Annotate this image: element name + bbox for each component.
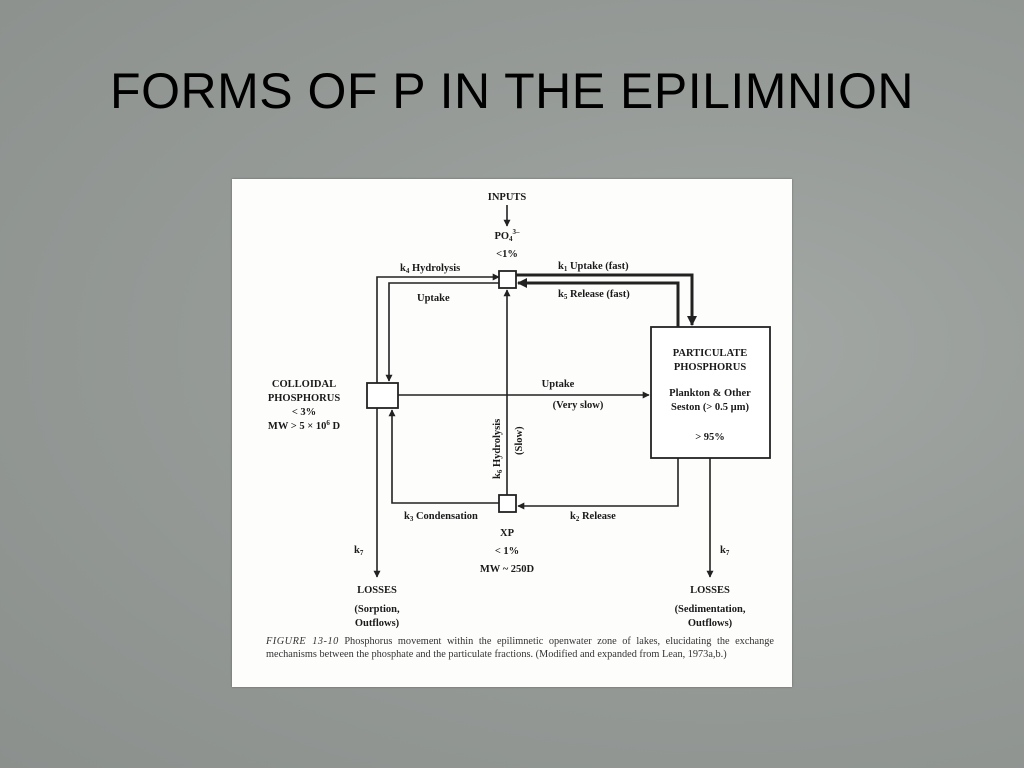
inputs-label: INPUTS bbox=[488, 192, 527, 203]
k3-condensation-label: k3 Condensation bbox=[404, 511, 478, 523]
po4-percent: <1% bbox=[496, 249, 518, 260]
k1-uptake-label: k1 Uptake (fast) bbox=[558, 261, 629, 273]
colloidal-line3: < 3% bbox=[292, 407, 316, 418]
k2-release-arrow bbox=[517, 458, 679, 510]
colloidal-line4: MW > 5 × 106 D bbox=[268, 419, 341, 432]
k5-release-label: k5 Release (fast) bbox=[558, 289, 630, 301]
losses-left-line2: Outflows) bbox=[355, 618, 400, 629]
xp-percent: < 1% bbox=[495, 546, 519, 557]
particulate-line2: PHOSPHORUS bbox=[674, 362, 747, 373]
po4-label: PO43– bbox=[494, 228, 520, 243]
particulate-percent: > 95% bbox=[695, 432, 725, 443]
k1-uptake-arrow bbox=[516, 273, 697, 326]
losses-right-line1: (Sedimentation, bbox=[675, 604, 746, 615]
particulate-line4: Seston (> 0.5 µm) bbox=[671, 402, 749, 413]
k5-release-arrow bbox=[517, 278, 680, 327]
colloidal-line2: PHOSPHORUS bbox=[268, 393, 341, 404]
k3-condensation-arrow bbox=[388, 409, 499, 504]
particulate-phosphorus-box bbox=[650, 326, 771, 459]
losses-left-title: LOSSES bbox=[357, 585, 397, 596]
figure-caption-text: Phosphorus movement within the epilimnet… bbox=[266, 636, 774, 660]
uptake-colloidal-label: Uptake bbox=[417, 293, 450, 304]
losses-right-title: LOSSES bbox=[690, 585, 730, 596]
slow-label: (Slow) bbox=[514, 426, 525, 455]
k7-right-label: k7 bbox=[720, 545, 730, 557]
losses-left-line1: (Sorption, bbox=[354, 604, 400, 615]
particulate-line3: Plankton & Other bbox=[669, 388, 751, 399]
k4-hydrolysis-label: k4 Hydrolysis bbox=[400, 263, 460, 275]
phosphorus-flow-diagram: INPUTS PO43– <1% k4 Hydrolysis Uptake k1… bbox=[268, 192, 771, 629]
po4-box bbox=[498, 270, 517, 289]
k4-hydrolysis-arrow bbox=[376, 273, 500, 394]
uptake-very-slow-label: Uptake bbox=[542, 379, 575, 390]
figure-panel: INPUTS PO43– <1% k4 Hydrolysis Uptake k1… bbox=[232, 179, 792, 687]
xp-mw: MW ~ 250D bbox=[480, 564, 535, 575]
colloidal-line1: COLLOIDAL bbox=[272, 379, 336, 390]
figure-caption: FIGURE 13-10 Phosphorus movement within … bbox=[266, 635, 774, 661]
k2-release-label: k2 Release bbox=[570, 511, 616, 523]
k6-hydrolysis-label: k6 Hydrolysis bbox=[492, 419, 504, 479]
colloidal-box bbox=[366, 382, 399, 409]
very-slow-label: (Very slow) bbox=[553, 400, 604, 411]
particulate-line1: PARTICULATE bbox=[673, 348, 748, 359]
xp-label: XP bbox=[500, 528, 515, 539]
figure-caption-label: FIGURE 13-10 bbox=[266, 636, 339, 647]
slide-title: FORMS OF P IN THE EPILIMNION bbox=[110, 63, 914, 119]
k7-left-label: k7 bbox=[354, 545, 364, 557]
uptake-colloidal-arrow bbox=[385, 282, 499, 382]
xp-box bbox=[498, 494, 517, 513]
losses-right-line2: Outflows) bbox=[688, 618, 733, 629]
